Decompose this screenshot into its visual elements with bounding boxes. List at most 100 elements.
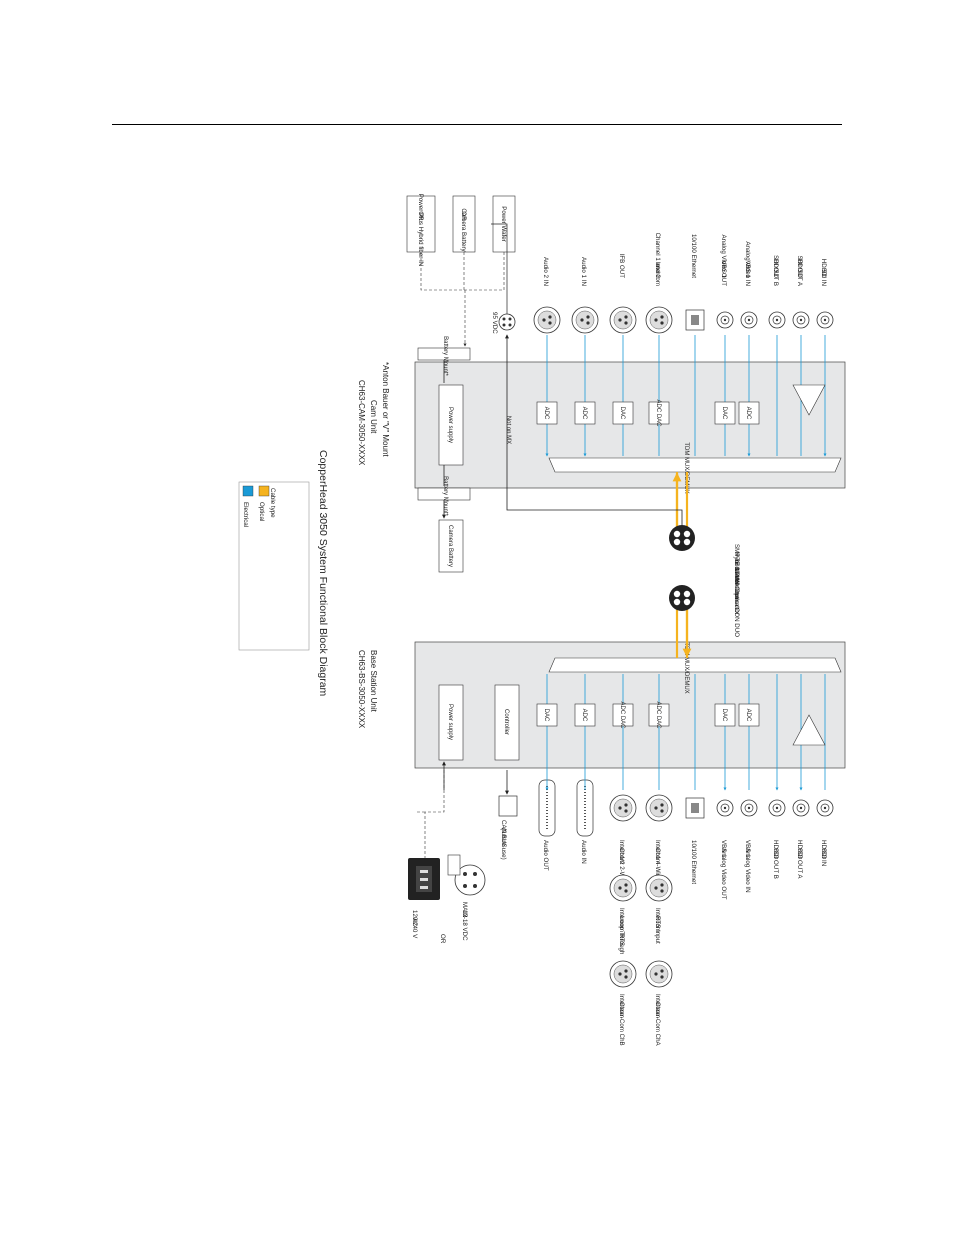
cam-connector-5 bbox=[716, 311, 734, 329]
base-connector-label-0: Audio OUT bbox=[542, 840, 549, 871]
base-power-supply bbox=[438, 684, 464, 761]
base-block-label-0: DAC bbox=[543, 709, 549, 722]
cam-battery-mount-bottom-label: Battery Mount* bbox=[442, 476, 448, 516]
base-connector-6 bbox=[740, 799, 758, 817]
base-connector-label-8: HD/SD bbox=[796, 840, 803, 860]
base-connector-sub-7: SDI OUT B bbox=[772, 848, 779, 879]
base-connector-sub-5: Analog Video OUT bbox=[720, 848, 727, 900]
base-block-label-1: ADC bbox=[581, 709, 587, 722]
cam-connector-label-9: HD/SD bbox=[820, 259, 827, 279]
cam-connector-sub-3: Intercom bbox=[654, 262, 661, 286]
base-block-label-3: ADC DAC bbox=[655, 701, 661, 729]
cam-connector-sub-9: SDI IN bbox=[820, 268, 827, 286]
cam-hybrid-connector bbox=[669, 525, 695, 551]
optical-link bbox=[675, 472, 689, 658]
cam-connector-0 bbox=[533, 306, 561, 334]
cam-block-6 bbox=[738, 401, 760, 425]
base-unit-name: Base Station Unit bbox=[369, 650, 378, 713]
base-connector-0 bbox=[538, 779, 556, 837]
cam-connector-label-4: 10/100 Ethernet bbox=[690, 234, 697, 278]
base-extra-label-3: Intercom bbox=[654, 994, 661, 1018]
cam-block-label-5: DAC bbox=[721, 407, 727, 420]
power-source-3-label: Power Plus Hybrid fiber IN bbox=[417, 194, 424, 267]
diagram-title: CopperHead 3050 System Functional Block … bbox=[317, 450, 329, 697]
base-mux-bar bbox=[548, 657, 842, 673]
ac-connector bbox=[408, 858, 440, 900]
cam-battery-mount-top-label: Battery Mount* bbox=[442, 336, 448, 376]
base-connector-9 bbox=[816, 799, 834, 817]
base-hybrid-connector bbox=[669, 585, 695, 611]
base-block-6 bbox=[738, 703, 760, 727]
cam-connector-8 bbox=[792, 311, 810, 329]
cam-power-supply bbox=[438, 384, 464, 466]
cam-connector-2 bbox=[609, 306, 637, 334]
cam-mux-label: TDM MUX/DEMUX bbox=[683, 442, 689, 493]
base-connector-4 bbox=[685, 797, 705, 819]
base-connector-5 bbox=[716, 799, 734, 817]
base-connector-label-5: VBS 1 bbox=[720, 840, 727, 858]
power-source-3-or: OR bbox=[417, 211, 424, 221]
base-connector-sub-9: SDI IN bbox=[820, 848, 827, 866]
ac-label: 120/240 V bbox=[411, 910, 418, 939]
cam-connector-label-1: Audio 1 bbox=[580, 257, 587, 279]
camera-battery bbox=[438, 519, 464, 573]
hybrid-label-3: or Neutrik OpticalCON DUO bbox=[733, 560, 740, 637]
cam-connector-1 bbox=[571, 306, 599, 334]
base-unit-model: CH63-BS-3050-XXXX bbox=[357, 650, 366, 729]
cam-block-label-6: ADC bbox=[745, 407, 751, 420]
cam-block-label-1: ADC bbox=[581, 407, 587, 420]
base-block-3 bbox=[648, 703, 670, 727]
power-source-3 bbox=[406, 195, 436, 253]
base-connector-7 bbox=[768, 799, 786, 817]
base-block-1 bbox=[574, 703, 596, 727]
cam-connector-sub-5: Analog Video OUT bbox=[720, 235, 727, 287]
base-connector-label-3: Intercom bbox=[654, 840, 661, 864]
base-connector-label-9: HD/SD bbox=[820, 840, 827, 860]
dc-return-line bbox=[506, 345, 683, 530]
base-connector-label-4: 10/100 Ethernet bbox=[690, 840, 697, 884]
ac-sub: AC bbox=[411, 918, 418, 927]
header-rule bbox=[112, 124, 842, 125]
cam-connector-9 bbox=[816, 311, 834, 329]
hybrid-label-4: or MX Connector bbox=[733, 568, 740, 615]
base-controller bbox=[494, 684, 520, 761]
base-extra-sub-1: RTS Input bbox=[654, 916, 661, 944]
cam-block-2 bbox=[612, 401, 634, 425]
main-connector bbox=[447, 854, 486, 896]
cam-connector-7 bbox=[768, 311, 786, 329]
cam-connector-3 bbox=[645, 306, 673, 334]
hybrid-label-1: SMPTE 304M bbox=[733, 544, 740, 583]
cam-block-0 bbox=[536, 401, 558, 425]
cam-unit-name: Cam Unit bbox=[369, 400, 378, 434]
cam-block-label-3: ADC DAC bbox=[655, 399, 661, 427]
cam-connector-6 bbox=[740, 311, 758, 329]
cam-connector-label-5: VBS 1 bbox=[720, 260, 727, 278]
power-source-2-or: OR bbox=[460, 211, 467, 221]
legend-optical-label: Optical bbox=[258, 502, 265, 521]
hybrid-label-2: Hybrid Connector bbox=[733, 552, 740, 600]
base-block-5 bbox=[714, 703, 736, 727]
cam-power-supply-label: Power supply bbox=[447, 407, 453, 443]
base-connector-label-7: HD/SD bbox=[772, 840, 779, 860]
cam-connector-sub-1: IN bbox=[580, 280, 587, 286]
legend-box bbox=[238, 481, 310, 651]
power-source-dash bbox=[420, 252, 505, 346]
base-power-dash bbox=[415, 770, 445, 858]
cam-connector-sub-8: SDI OUT A bbox=[796, 256, 803, 287]
not-on-mx-label: Not on MX bbox=[505, 416, 511, 444]
base-block-0 bbox=[536, 703, 558, 727]
base-controller-label: Controller bbox=[503, 709, 509, 735]
camera-battery-label: Camera Battery bbox=[447, 525, 453, 567]
base-connector-8 bbox=[792, 799, 810, 817]
can-bus-note: (future use) bbox=[500, 828, 507, 860]
mount-note: *Anton Bauer or "V" Mount bbox=[381, 362, 390, 457]
base-extra-connector-1 bbox=[645, 874, 673, 902]
base-extra-label-1: Intercom bbox=[654, 908, 661, 932]
cam-connector-4 bbox=[685, 309, 705, 331]
cam-connector-label-6: VBS 1 bbox=[744, 260, 751, 278]
base-extra-connector-0 bbox=[609, 874, 637, 902]
base-block-label-2: ADC DAC bbox=[619, 701, 625, 729]
base-connector-sub-6: Analog Video IN bbox=[744, 848, 751, 893]
cam-unit-panel bbox=[414, 361, 846, 489]
